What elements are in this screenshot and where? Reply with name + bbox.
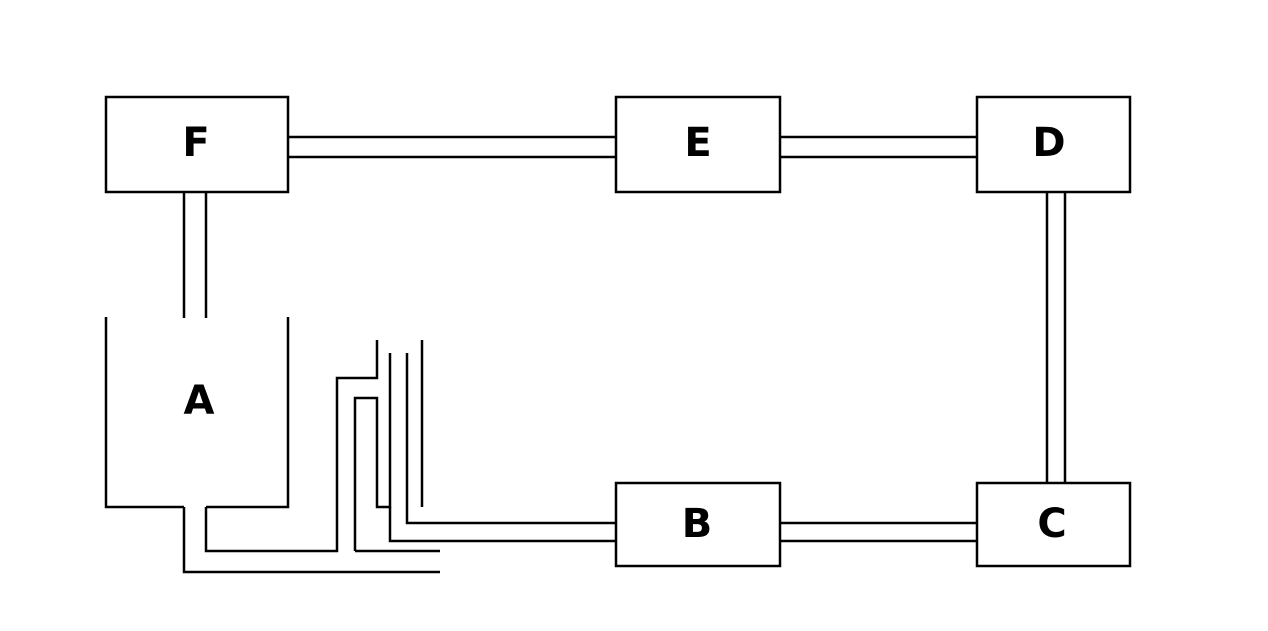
node-b-label: B xyxy=(682,501,713,547)
node-e: E xyxy=(614,95,782,194)
node-a-label: A xyxy=(184,378,215,424)
pipe-a-b xyxy=(182,340,616,574)
pipe-e-d xyxy=(780,135,977,159)
node-a: A xyxy=(104,317,290,509)
node-c: C xyxy=(975,481,1132,568)
node-d-label: D xyxy=(1032,120,1065,166)
node-c-label: C xyxy=(1037,501,1066,547)
node-f-label: F xyxy=(182,120,209,166)
node-f: F xyxy=(104,95,290,194)
node-d: D xyxy=(975,95,1132,194)
node-b: B xyxy=(614,481,782,568)
pipe-f-e xyxy=(288,135,616,159)
pipe-f-a xyxy=(182,192,208,318)
pipe-c-b xyxy=(780,521,977,543)
node-e-label: E xyxy=(684,120,711,166)
pipe-d-c xyxy=(1045,192,1067,483)
